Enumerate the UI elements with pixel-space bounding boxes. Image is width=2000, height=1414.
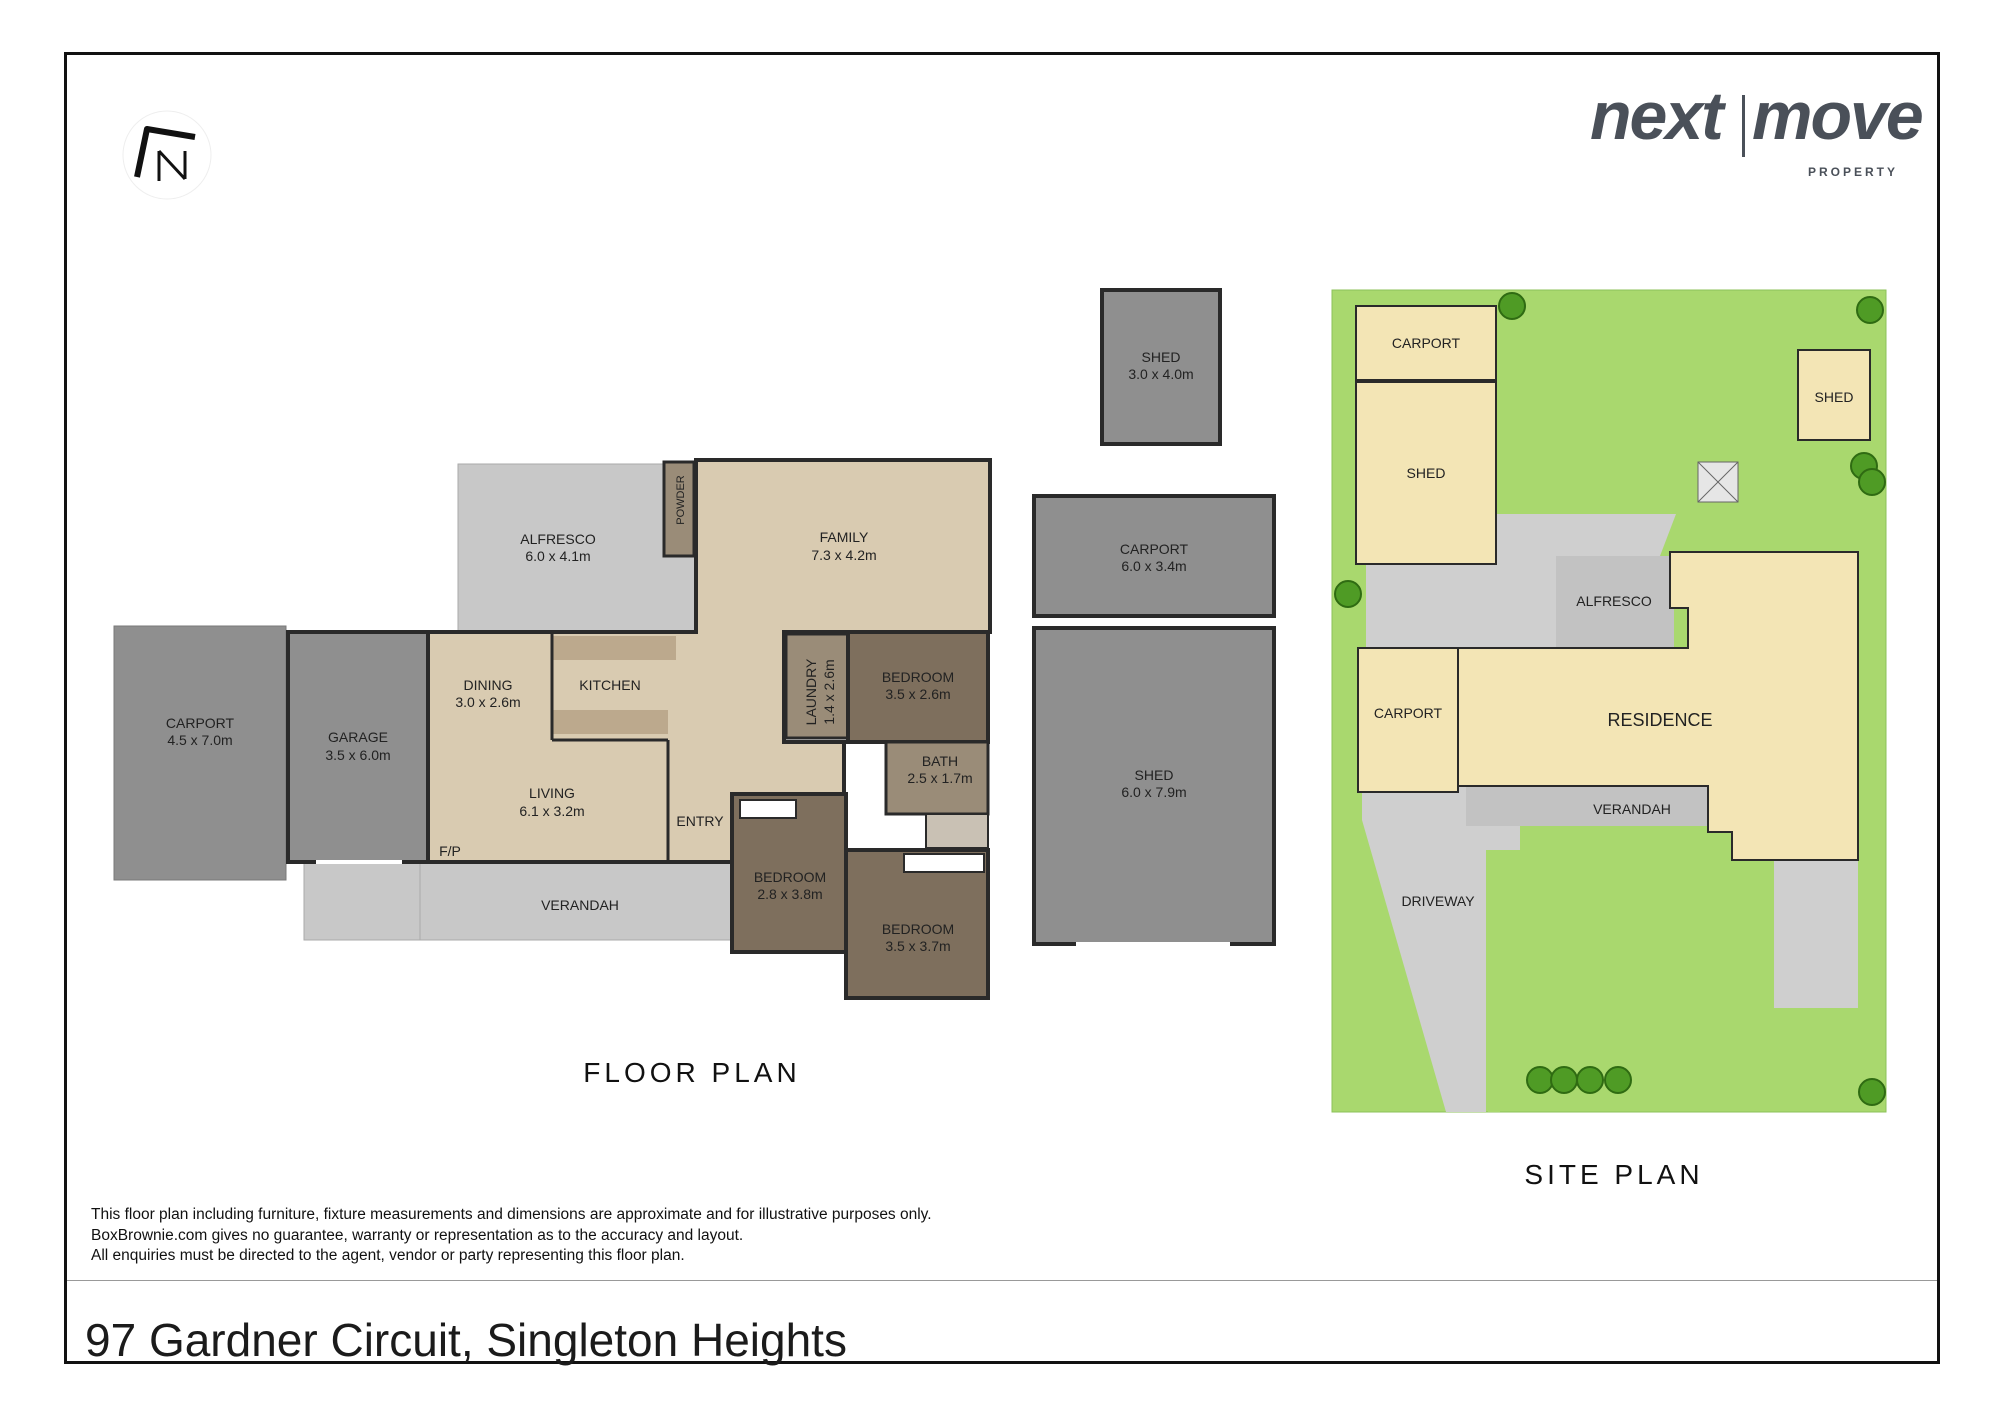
floor-plan: CARPORT 4.5 x 7.0m GARAGE 3.5 x 6.0m ALF… <box>113 288 1276 1088</box>
room-shed-large <box>1032 626 1276 946</box>
label-bedroom-2: BEDROOM <box>754 869 826 885</box>
site-label-carport-top: CARPORT <box>1392 335 1461 351</box>
dim-bedroom-3: 3.5 x 3.7m <box>885 938 950 954</box>
site-carport-mid <box>1357 647 1459 793</box>
room-bedroom-3 <box>844 848 990 1000</box>
label-shed-large: SHED <box>1135 767 1174 783</box>
label-bedroom-1: BEDROOM <box>882 669 954 685</box>
brand-logo: next move PROPERTY <box>1590 77 1924 187</box>
label-fp: F/P <box>439 843 461 859</box>
dim-living: 6.1 x 3.2m <box>519 803 584 819</box>
room-bedroom-2 <box>730 792 848 954</box>
site-residence <box>1457 551 1859 861</box>
site-alfresco <box>1556 556 1674 648</box>
logo-divider <box>1742 95 1745 157</box>
site-plan-title: SITE PLAN <box>1524 1159 1703 1190</box>
logo-word-move: move <box>1752 78 1924 154</box>
label-bath: BATH <box>922 753 958 769</box>
site-shed-left <box>1355 381 1497 565</box>
room-verandah <box>303 861 733 941</box>
label-powder: POWDER <box>675 475 687 525</box>
site-carport-top <box>1355 305 1497 381</box>
site-label-driveway: DRIVEWAY <box>1401 893 1475 909</box>
room-powder <box>662 460 696 558</box>
room-shed-small <box>1100 288 1222 446</box>
footer-divider <box>67 1280 1937 1281</box>
room-carport-2 <box>1032 494 1276 618</box>
dim-carport-2: 6.0 x 3.4m <box>1121 558 1186 574</box>
room-carport-1 <box>113 625 287 881</box>
room-bath <box>884 740 990 816</box>
dim-alfresco: 6.0 x 4.1m <box>525 548 590 564</box>
room-bedroom-1 <box>846 630 990 744</box>
logo-word-next: next <box>1590 78 1724 154</box>
site-plan: CARPORT SHED SHED ALFRESCO CARPORT RESID… <box>1331 289 1887 1190</box>
label-dining: DINING <box>464 677 513 693</box>
north-arrow-icon <box>119 107 215 203</box>
site-label-residence: RESIDENCE <box>1607 710 1712 730</box>
label-shed-small: SHED <box>1142 349 1181 365</box>
label-carport-2: CARPORT <box>1120 541 1189 557</box>
site-label-verandah: VERANDAH <box>1593 801 1671 817</box>
label-carport-1: CARPORT <box>166 715 235 731</box>
dim-dining: 3.0 x 2.6m <box>455 694 520 710</box>
label-kitchen: KITCHEN <box>579 677 640 693</box>
label-alfresco: ALFRESCO <box>520 531 596 547</box>
disclaimer-line-3: All enquiries must be directed to the ag… <box>91 1247 685 1264</box>
label-living: LIVING <box>529 785 575 801</box>
dim-bedroom-1: 3.5 x 2.6m <box>885 686 950 702</box>
disclaimer-line-2: BoxBrownie.com gives no guarantee, warra… <box>91 1226 744 1244</box>
site-label-alfresco: ALFRESCO <box>1576 593 1652 609</box>
floor-plan-title: FLOOR PLAN <box>583 1057 800 1088</box>
page-frame: next move PROPERTY This floor plan inclu… <box>64 52 1940 1366</box>
dim-shed-small: 3.0 x 4.0m <box>1128 366 1193 382</box>
label-verandah: VERANDAH <box>541 897 619 913</box>
site-label-shed-right: SHED <box>1815 389 1854 405</box>
label-entry: ENTRY <box>676 813 724 829</box>
label-bedroom-3: BEDROOM <box>882 921 954 937</box>
dim-bath: 2.5 x 1.7m <box>907 770 972 786</box>
label-garage: GARAGE <box>328 729 388 745</box>
property-address: 97 Gardner Circuit, Singleton Heights <box>85 1314 847 1366</box>
room-alfresco <box>457 463 697 633</box>
dim-shed-large: 6.0 x 7.9m <box>1121 784 1186 800</box>
label-family: FAMILY <box>820 529 869 545</box>
dim-laundry: 1.4 x 2.6m <box>821 659 837 724</box>
dim-garage: 3.5 x 6.0m <box>325 747 390 763</box>
logo-subtitle: PROPERTY <box>1807 165 1898 179</box>
dim-carport-1: 4.5 x 7.0m <box>167 732 232 748</box>
site-label-carport-mid: CARPORT <box>1374 705 1443 721</box>
site-label-shed-left: SHED <box>1407 465 1446 481</box>
tree-icon <box>1334 292 1886 1106</box>
room-laundry <box>784 632 850 740</box>
disclaimer: This floor plan including furniture, fix… <box>91 1205 932 1267</box>
dim-family: 7.3 x 4.2m <box>811 547 876 563</box>
label-laundry: LAUNDRY <box>803 658 819 725</box>
disclaimer-line-1: This floor plan including furniture, fix… <box>91 1206 932 1223</box>
dim-bedroom-2: 2.8 x 3.8m <box>757 886 822 902</box>
site-shed-right <box>1797 349 1871 441</box>
